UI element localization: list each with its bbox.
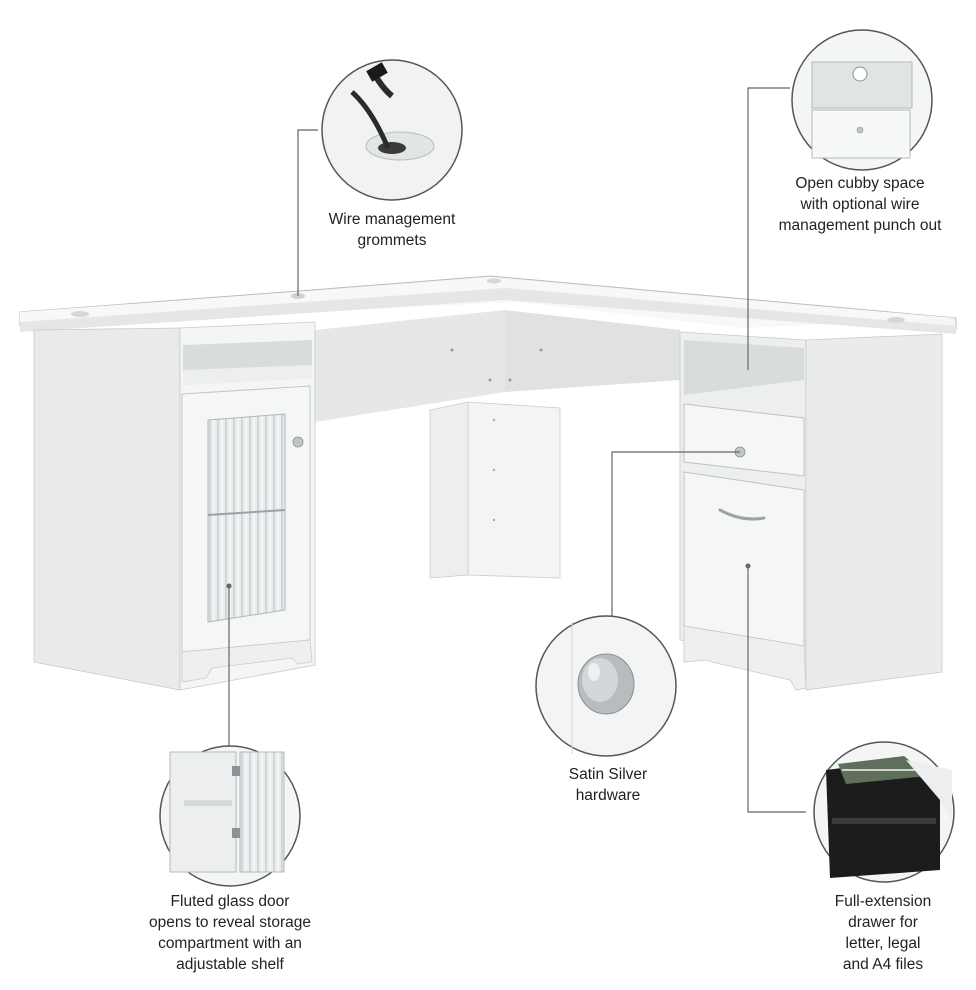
grommet-left-icon xyxy=(71,311,89,317)
detail-circle-hardware xyxy=(535,615,677,757)
grommet-back-icon xyxy=(487,278,501,284)
right-pedestal xyxy=(679,331,943,691)
desktop-surface xyxy=(19,275,957,334)
caption-line: and A4 files xyxy=(842,956,924,973)
caption-line: opens to reveal storage xyxy=(149,914,311,931)
leader-drawer xyxy=(747,566,806,813)
caption-line: Fluted glass door xyxy=(170,893,290,910)
detail-circle-grommet xyxy=(321,59,463,201)
grommet-hole-icon xyxy=(378,142,406,154)
file-drawer xyxy=(683,471,805,647)
caption-line: Wire management xyxy=(328,211,456,228)
leader-cubby xyxy=(747,87,790,370)
caption-wire-grommets: Wire management grommets xyxy=(306,209,478,251)
door-knob-icon xyxy=(292,436,304,448)
punch-out-icon xyxy=(852,66,868,82)
caption-line: grommets xyxy=(357,232,427,249)
detail-circle-file-drawer xyxy=(813,741,955,883)
drawer-pull-icon xyxy=(718,508,766,521)
caption-line: adjustable shelf xyxy=(176,956,284,973)
grommet-right-icon xyxy=(887,317,905,323)
detail-circle-glass-door xyxy=(159,745,301,887)
caption-line: letter, legal xyxy=(845,935,921,952)
detail-circle-cubby xyxy=(791,29,933,171)
caption-line: Full-extension xyxy=(834,893,932,910)
caption-line: drawer for xyxy=(848,914,918,931)
caption-line: hardware xyxy=(575,787,641,804)
caption-line: management punch out xyxy=(778,217,942,234)
left-pedestal xyxy=(33,321,316,691)
caption-glass-door: Fluted glass door opens to reveal storag… xyxy=(132,891,328,975)
caption-line: Satin Silver xyxy=(568,766,648,783)
drawer-slide-icon xyxy=(832,818,936,824)
caption-hardware: Satin Silver hardware xyxy=(548,764,668,806)
hinge-icon xyxy=(232,766,240,776)
caption-line: compartment with an xyxy=(158,935,302,952)
back-panels xyxy=(315,310,680,422)
caption-cubby: Open cubby space with optional wire mana… xyxy=(762,173,958,236)
top-drawer xyxy=(683,403,805,477)
leader-grommet xyxy=(297,129,318,296)
center-leg xyxy=(429,401,561,579)
leader-hardware xyxy=(611,451,740,618)
caption-line: Open cubby space xyxy=(795,175,925,192)
leader-lines xyxy=(228,87,806,813)
caption-line: with optional wire xyxy=(800,196,920,213)
caption-file-drawer: Full-extension drawer for letter, legal … xyxy=(810,891,956,975)
satin-silver-knob-icon xyxy=(582,658,618,702)
